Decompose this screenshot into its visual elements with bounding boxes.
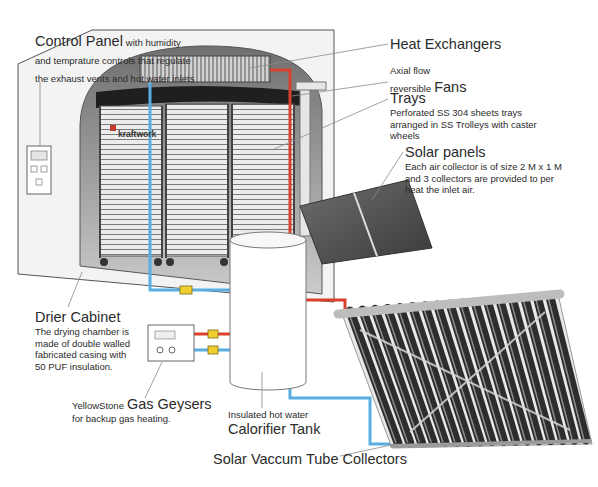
callout-text: Each air collector is of size 2 M x 1 M … [405, 161, 570, 196]
callout-heading: Calorifier Tank [228, 421, 320, 438]
callout-text: The drying chamber is made of double wal… [35, 326, 135, 372]
logo-icon [110, 125, 116, 131]
hot-pipe [270, 70, 290, 236]
callout: TraysPerforated SS 304 sheets trays arra… [390, 90, 550, 142]
callout: kraftwork [118, 123, 156, 141]
calorifier-tank [230, 232, 306, 390]
callout: Solar Vaccum Tube Collectors [213, 450, 410, 468]
callout-heading: Heat Exchangers [390, 36, 501, 52]
callout-heading: Solar Vaccum Tube Collectors [213, 451, 407, 467]
callout-heading: Solar panels [405, 144, 570, 161]
callout: Solar panelsEach air collector is of siz… [405, 144, 570, 196]
callout: YellowStoneGas Geysersfor backup gas hea… [72, 395, 232, 425]
cold-pipe [150, 82, 236, 290]
tray-trolley [166, 104, 228, 256]
callout-heading: Fans [434, 79, 466, 95]
callout-heading: Control Panel [35, 33, 123, 49]
callout-heading: Drier Cabinet [35, 309, 135, 326]
callout-text: Insulated hot water [228, 409, 320, 421]
tray-trolley [100, 106, 162, 256]
callout-text: Perforated SS 304 sheets trays arranged … [390, 107, 550, 142]
callout-text: YellowStone [72, 400, 124, 411]
callout-text: Axial flow reversible [390, 65, 431, 94]
callout: Drier CabinetThe drying chamber is made … [35, 309, 135, 372]
gas-geyser [148, 325, 194, 361]
callout: Control Panelwith humidity and tempratur… [35, 32, 195, 86]
leader-lines [40, 44, 403, 456]
vacuum-tube-collector [338, 294, 592, 448]
callout-text: for backup gas heating. [72, 413, 232, 425]
control-panel [27, 146, 51, 194]
brand-logo: kraftwork [118, 129, 156, 139]
callout-heading: Gas Geysers [127, 396, 212, 412]
callout: Insulated hot waterCalorifier Tank [228, 409, 320, 438]
callout: Heat Exchangers [390, 35, 504, 53]
callout-heading: Trays [390, 90, 550, 107]
